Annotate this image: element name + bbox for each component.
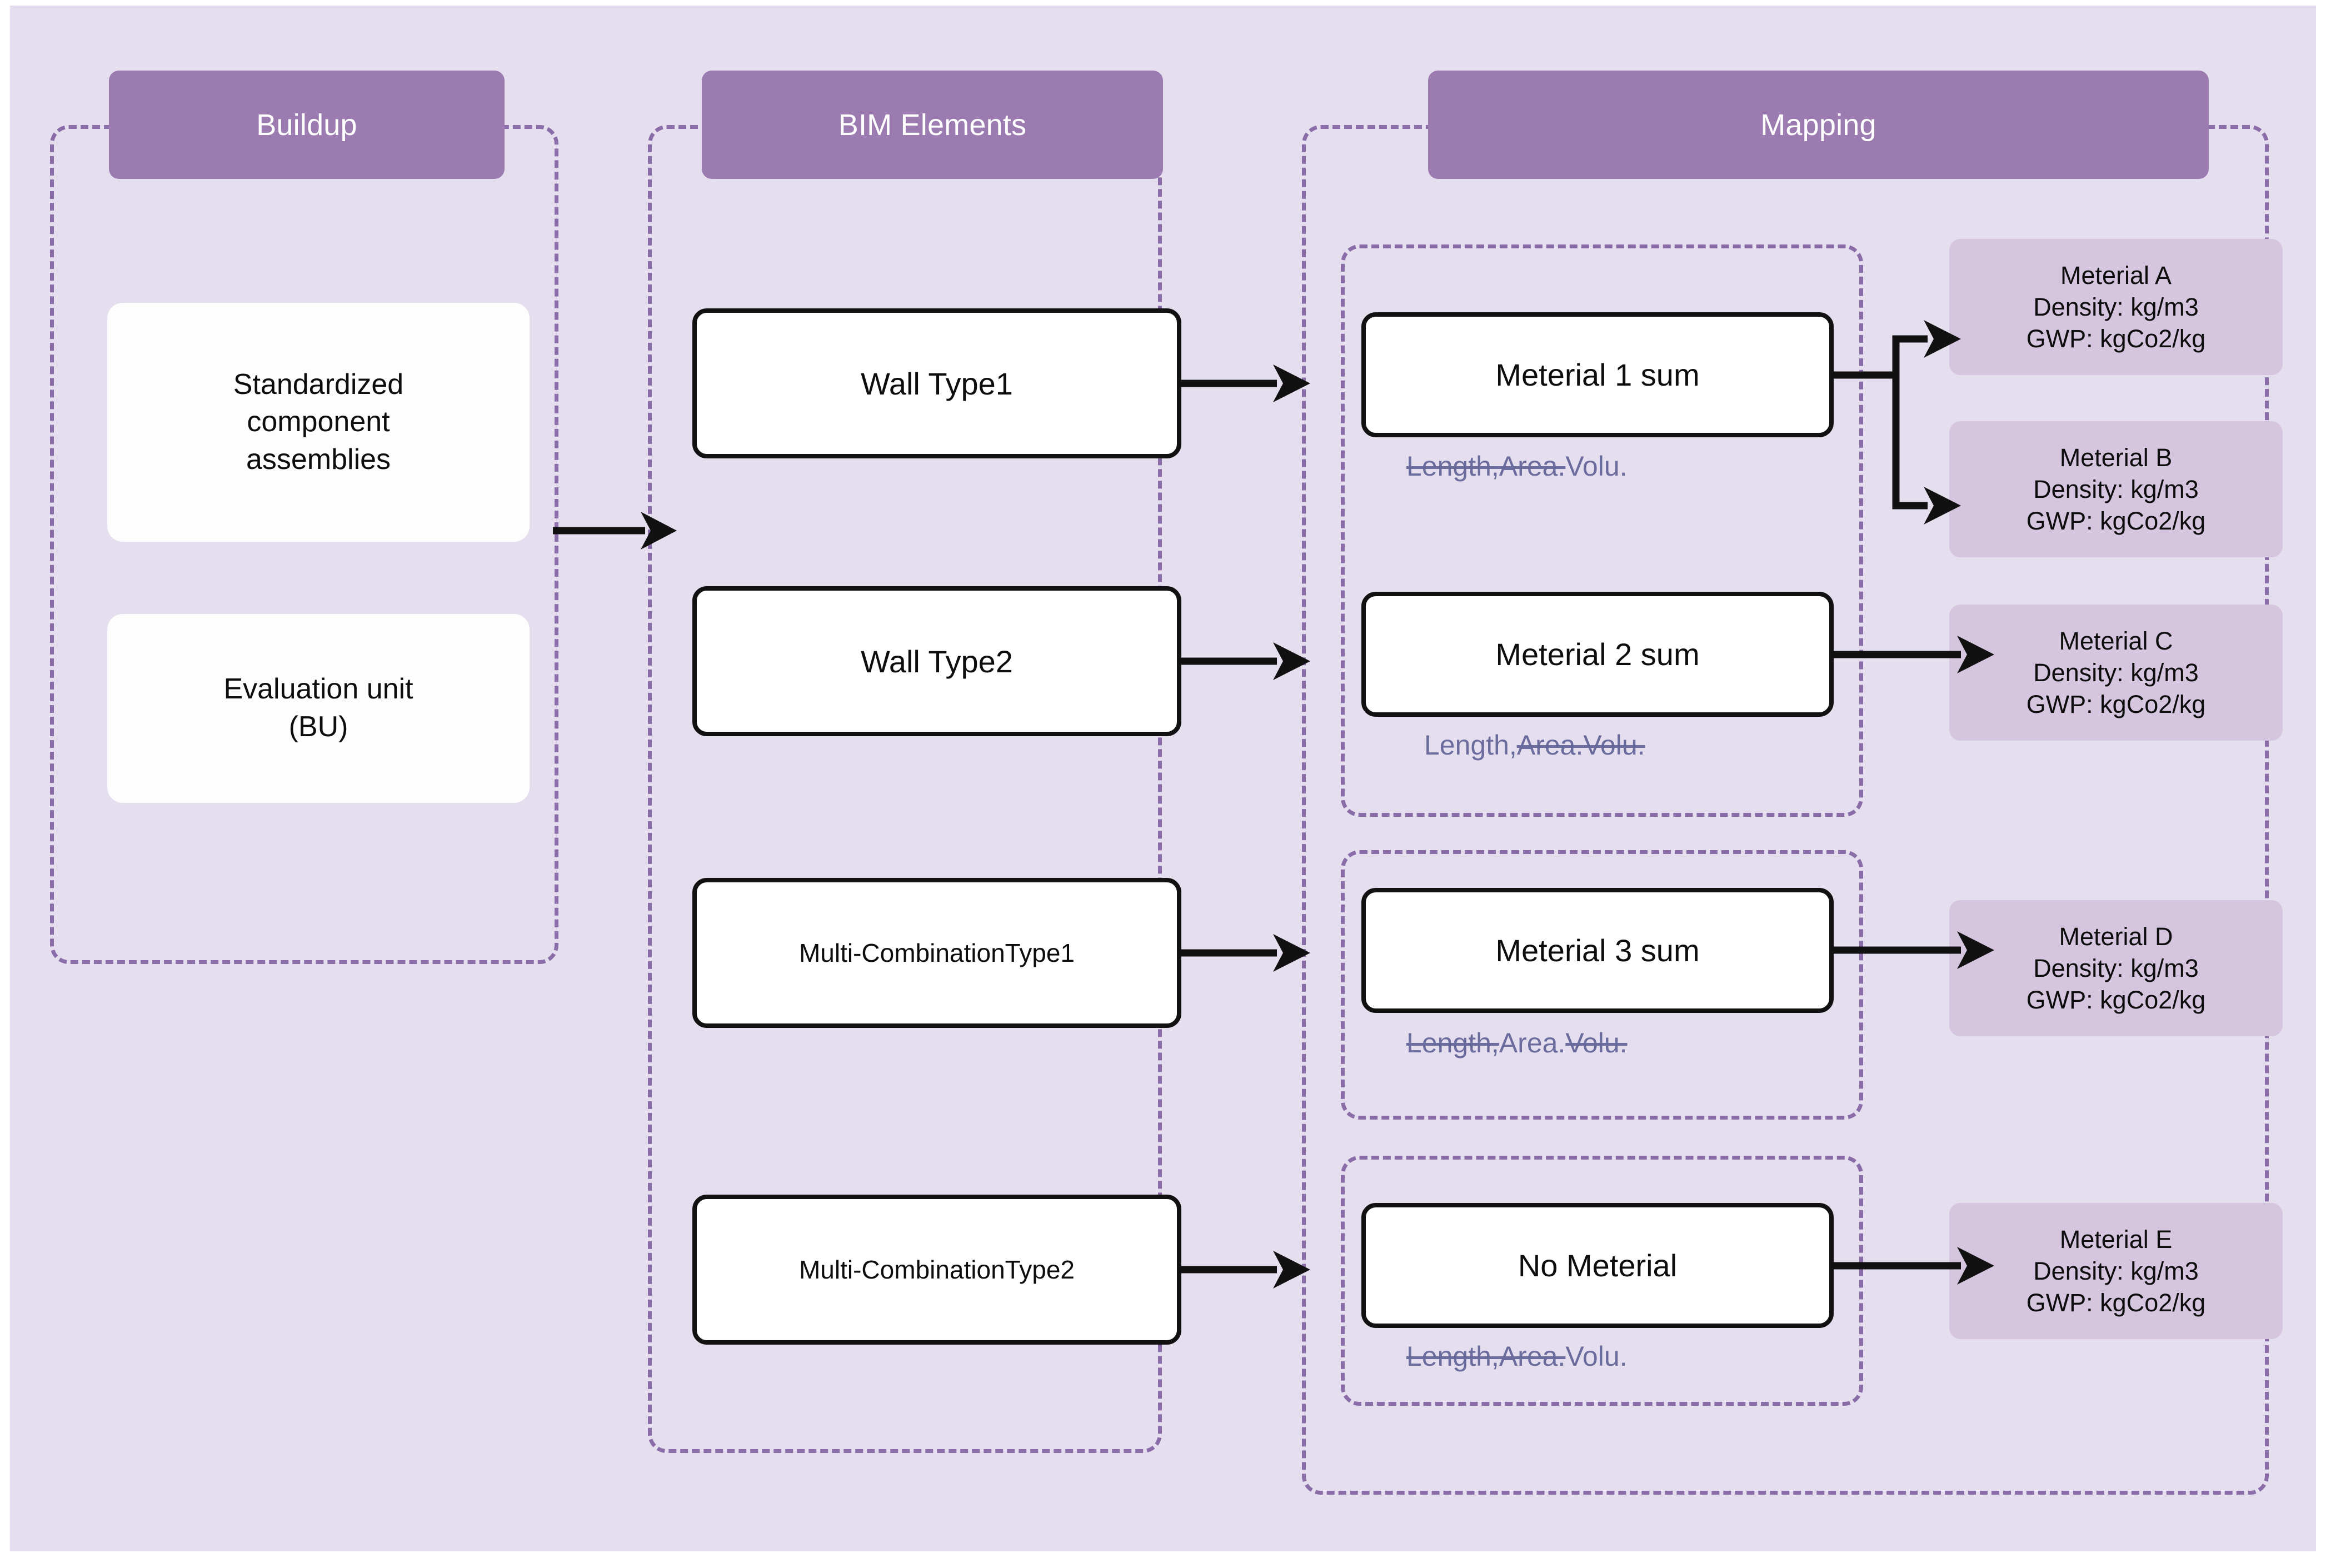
buildup-card-label: Standardized component assemblies: [233, 368, 404, 476]
bim-element-label: Multi-CombinationType2: [798, 1255, 1075, 1284]
material-name: Meterial C: [2059, 626, 2173, 655]
measure-volume: Volu.: [1583, 730, 1645, 761]
bim-element-wall-type1[interactable]: Wall Type1: [692, 308, 1181, 458]
mapping-column-header: Mapping: [1428, 71, 2209, 179]
mapping-sum-label: No Meterial: [1518, 1248, 1678, 1283]
measure-area: Area.: [1516, 730, 1584, 761]
measure-length: Length,: [1406, 451, 1499, 482]
measure-volume: Volu.: [1565, 1027, 1628, 1058]
buildup-column-header: Buildup: [109, 71, 505, 179]
material-name: Meterial D: [2059, 922, 2173, 951]
connector-buildup-to-bim: [552, 497, 680, 564]
material-name: Meterial B: [2059, 443, 2173, 472]
mapping-measure-no-meterial: Length,Area.Volu.: [1406, 1340, 1628, 1372]
mapping-sum-meterial-1[interactable]: Meterial 1 sum: [1361, 312, 1834, 437]
material-name: Meterial E: [2059, 1225, 2173, 1254]
connector-meterial2-to-meterial-c: [1830, 622, 1997, 689]
mapping-sum-meterial-3[interactable]: Meterial 3 sum: [1361, 888, 1834, 1013]
mapping-measure-meterial-2: Length,Area.Volu.: [1424, 729, 1645, 761]
connector-no-meterial-to-meterial-e: [1830, 1234, 1997, 1300]
mapping-sum-meterial-2[interactable]: Meterial 2 sum: [1361, 592, 1834, 717]
material-card-e[interactable]: Meterial E Density: kg/m3 GWP: kgCo2/kg: [1949, 1203, 2283, 1339]
bim-element-label: Multi-CombinationType1: [798, 938, 1075, 967]
buildup-card-standardized-assemblies[interactable]: Standardized component assemblies: [107, 303, 530, 542]
material-density: Density: kg/m3: [2033, 658, 2199, 687]
connector-meterial3-to-meterial-d: [1830, 918, 1997, 985]
bim-element-multi-combination-type2[interactable]: Multi-CombinationType2: [692, 1195, 1181, 1345]
connector-multicomb1-to-meterial3: [1180, 920, 1313, 986]
material-density: Density: kg/m3: [2033, 953, 2199, 982]
connector-wall-type1-to-meterial1: [1180, 350, 1313, 417]
material-density: Density: kg/m3: [2033, 475, 2199, 503]
measure-area: Area.: [1499, 1341, 1566, 1372]
mapping-column-title: Mapping: [1760, 108, 1876, 142]
material-gwp: GWP: kgCo2/kg: [2026, 507, 2206, 536]
bim-element-multi-combination-type1[interactable]: Multi-CombinationType1: [692, 878, 1181, 1028]
material-card-d[interactable]: Meterial D Density: kg/m3 GWP: kgCo2/kg: [1949, 900, 2283, 1036]
mapping-sum-label: Meterial 2 sum: [1495, 637, 1700, 672]
material-gwp: GWP: kgCo2/kg: [2026, 690, 2206, 719]
bim-column-header: BIM Elements: [702, 71, 1163, 179]
material-name: Meterial A: [2060, 261, 2172, 289]
material-gwp: GWP: kgCo2/kg: [2026, 324, 2206, 353]
measure-length: Length,: [1424, 730, 1517, 761]
bim-column-title: BIM Elements: [838, 108, 1027, 142]
mapping-group-3: [1341, 1156, 1863, 1406]
mapping-group-1: [1341, 244, 1863, 817]
mapping-sum-no-meterial[interactable]: No Meterial: [1361, 1203, 1834, 1328]
bim-element-label: Wall Type2: [861, 643, 1013, 679]
material-density: Density: kg/m3: [2033, 292, 2199, 321]
measure-length: Length,: [1406, 1341, 1499, 1372]
mapping-sum-label: Meterial 3 sum: [1495, 933, 1700, 968]
measure-volume: Volu.: [1565, 451, 1628, 482]
buildup-column-container: [50, 125, 558, 964]
bim-element-wall-type2[interactable]: Wall Type2: [692, 586, 1181, 736]
material-card-b[interactable]: Meterial B Density: kg/m3 GWP: kgCo2/kg: [1949, 421, 2283, 557]
material-card-c[interactable]: Meterial C Density: kg/m3 GWP: kgCo2/kg: [1949, 605, 2283, 741]
measure-volume: Volu.: [1565, 1341, 1628, 1372]
measure-area: Area.: [1499, 1027, 1566, 1058]
measure-area: Area.: [1499, 451, 1566, 482]
mapping-sum-label: Meterial 1 sum: [1495, 357, 1700, 392]
material-card-a[interactable]: Meterial A Density: kg/m3 GWP: kgCo2/kg: [1949, 239, 2283, 375]
connector-wall-type2-to-meterial2: [1180, 628, 1313, 695]
buildup-column-title: Buildup: [256, 108, 357, 142]
connector-multicomb2-to-no-meterial: [1180, 1236, 1313, 1303]
material-gwp: GWP: kgCo2/kg: [2026, 986, 2206, 1015]
material-density: Density: kg/m3: [2033, 1256, 2199, 1285]
measure-length: Length,: [1406, 1027, 1499, 1058]
mapping-group-2: [1341, 850, 1863, 1120]
buildup-card-evaluation-unit[interactable]: Evaluation unit (BU): [107, 614, 530, 803]
mapping-measure-meterial-1: Length,Area.Volu.: [1406, 450, 1628, 482]
bim-element-label: Wall Type1: [861, 366, 1013, 401]
diagram-stage: Buildup Standardized component assemblie…: [10, 6, 2316, 1551]
material-gwp: GWP: kgCo2/kg: [2026, 1289, 2206, 1317]
mapping-measure-meterial-3: Length,Area.Volu.: [1406, 1027, 1628, 1059]
connector-meterial1-branch-to-a-and-b: [1830, 320, 1997, 567]
buildup-card-label: Evaluation unit (BU): [223, 673, 413, 743]
